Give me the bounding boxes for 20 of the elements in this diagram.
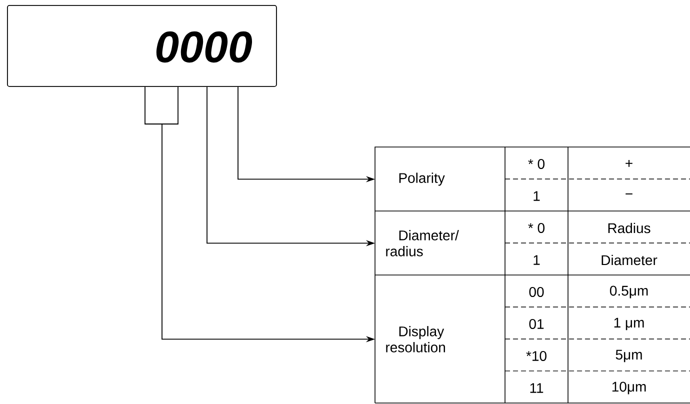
cell-value: 1 μm [614,318,644,330]
cell-value: * 0 [528,159,545,169]
row-heading: Display resolution [386,326,445,352]
cell-value: 1 [534,191,540,201]
cell-value: 11 [530,383,544,393]
cell-value: 5μm [616,350,642,362]
cell-value: 01 [529,319,544,329]
cell-value: Radius [608,222,650,234]
display-box: 0000 [7,5,277,87]
cell-value: 00 [529,287,544,297]
row-heading: Polarity [399,172,445,186]
cell-value: * 0 [528,223,545,233]
cell-value: 0.5μm [610,286,648,298]
cell-value: 1 [534,255,540,265]
row-heading: Diameter/ radius [386,230,459,256]
cell-value: *10 [526,351,546,361]
cell-value: − [626,193,632,194]
cell-value: 10μm [612,382,646,394]
cell-value: + [626,160,632,167]
cell-value: Diameter [602,254,658,266]
